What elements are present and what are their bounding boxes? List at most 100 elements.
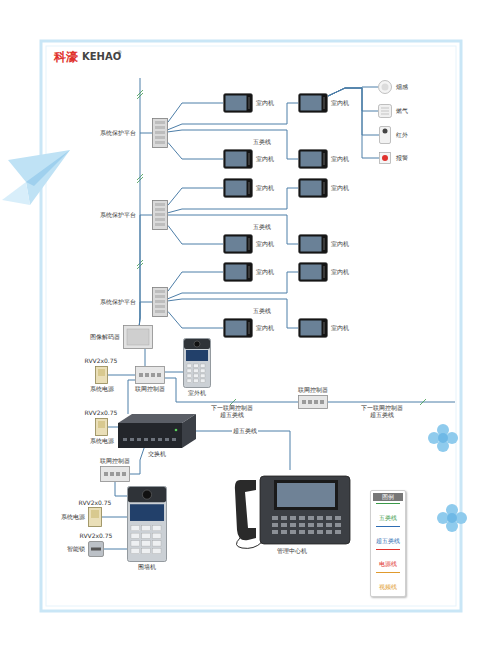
drawing-part [381, 108, 389, 109]
wire-connector [168, 226, 223, 245]
drawing-part [158, 438, 162, 441]
drawing-part [378, 80, 392, 94]
drawing-part [379, 105, 392, 118]
drawing-part [299, 263, 328, 282]
drawing-part [131, 541, 140, 546]
drawing-part [323, 266, 325, 278]
drawing-part [379, 81, 392, 94]
wire-line [328, 88, 379, 135]
device-label: 燃气 [396, 108, 408, 114]
drawing-part [142, 548, 151, 553]
drawing-part [298, 149, 328, 169]
drawing-part [226, 237, 247, 252]
device-label: 室内机 [331, 156, 349, 162]
drawing-part [128, 487, 167, 562]
drawing-part [226, 152, 247, 167]
drawing-part [224, 235, 253, 254]
legend-row: 超五类线 [373, 526, 403, 547]
drawing-part [308, 400, 312, 404]
drawing-part [131, 533, 140, 538]
paper-plane-tail [2, 182, 30, 205]
wire-line [168, 143, 223, 160]
drawing-part [123, 325, 153, 349]
device-label: 联网控制器 [298, 387, 328, 393]
wire-connector [139, 302, 152, 325]
wire-line [168, 312, 223, 329]
legend-text: 五类线 [379, 514, 397, 521]
drawing-part [301, 181, 322, 196]
device-label: 室内机 [256, 325, 274, 331]
device-label: 管理中心机 [277, 548, 307, 554]
drawing-part [308, 523, 314, 527]
drawing-part [299, 150, 328, 169]
drawing-part [326, 530, 332, 534]
drawing-part [317, 523, 323, 527]
drawing-part [223, 318, 253, 338]
drawing-part [379, 152, 391, 164]
drawing-part [155, 223, 165, 226]
drawing-part [298, 318, 328, 338]
wire-line [168, 103, 223, 122]
drawing-part [335, 523, 341, 527]
wire-line [168, 188, 223, 205]
drawing-part [236, 538, 262, 548]
legend-line-sample [376, 549, 400, 550]
legend-text: 电源线 [379, 560, 397, 567]
drawing-part [153, 288, 168, 317]
drawing-part [299, 235, 328, 254]
drawing-part [281, 523, 287, 527]
cable-label: 五类线 [252, 308, 272, 314]
wire-connector [196, 431, 290, 470]
cable-label: 五类线 [252, 224, 272, 230]
drawing-part [96, 367, 108, 384]
cable-label: 超五类线 [219, 412, 245, 418]
drawing-part [123, 438, 127, 441]
drawing-part [301, 152, 322, 167]
drawing-part [142, 526, 151, 531]
drawing-part [308, 530, 314, 534]
device-label: 系统电源 [90, 438, 114, 444]
network-controller: 联网控制器 [298, 395, 328, 409]
drawing-part [175, 429, 178, 432]
drawing-part [155, 126, 165, 129]
power-supply: 系统电源 [95, 418, 108, 436]
drawing-part [152, 533, 161, 538]
drawing-part [91, 548, 101, 551]
drawing-part [379, 126, 391, 144]
drawing-part [301, 265, 322, 280]
drawing-part [91, 510, 99, 518]
drawing-part [223, 178, 253, 198]
drawing-part [155, 295, 165, 298]
drawing-part [184, 339, 210, 349]
drawing-part [187, 369, 192, 373]
drawing-part [299, 319, 328, 338]
wire-line [104, 549, 127, 550]
drawing-part [130, 504, 164, 521]
device-label: 报警 [396, 155, 408, 161]
drawing-part [224, 94, 253, 113]
wire-connector [328, 88, 379, 158]
drawing-part [299, 94, 328, 113]
indoor-unit: 室内机 [298, 93, 328, 113]
wire-connector [168, 272, 223, 291]
indoor-unit: 室内机 [298, 262, 328, 282]
network-switch: 交换机 [118, 414, 196, 448]
drawing-part [447, 513, 457, 523]
drawing-part [272, 530, 278, 534]
device-label: 图像解码器 [90, 334, 120, 340]
drawing-part [290, 516, 296, 520]
protection-box: 系统保护平台 [152, 118, 168, 148]
drawing-part [298, 395, 328, 409]
drawing-part [223, 93, 253, 113]
drawing-part [299, 516, 305, 520]
logo-mark: ® [117, 50, 122, 55]
drawing-part [137, 438, 141, 441]
device-label: 围墙机 [138, 564, 156, 570]
device-label: 室内机 [331, 269, 349, 275]
device-label: 红外 [396, 132, 408, 138]
drawing-part [152, 526, 161, 531]
drawing-part [335, 530, 341, 534]
drawing-part [274, 480, 338, 510]
drawing-part [186, 350, 208, 361]
device-label: 室内机 [331, 325, 349, 331]
